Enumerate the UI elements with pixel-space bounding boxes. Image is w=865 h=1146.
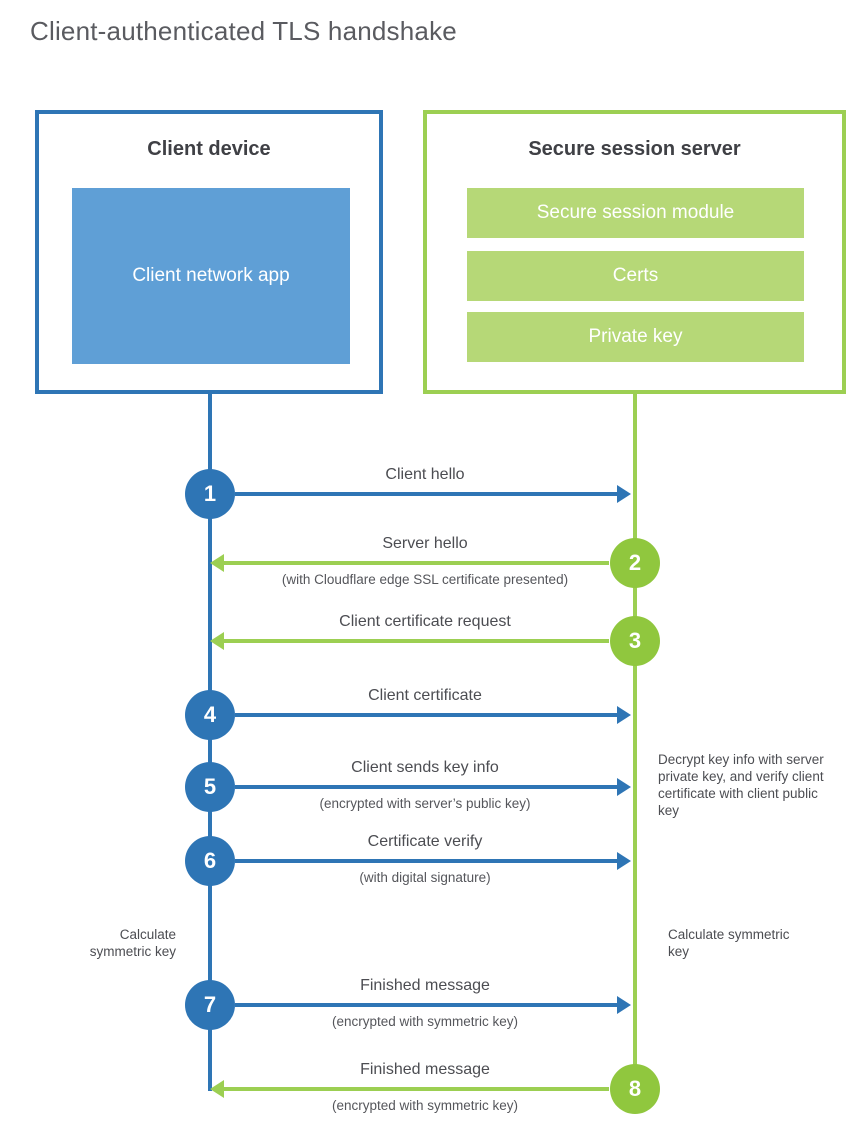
client-network-app-box: Client network app <box>72 188 350 364</box>
step-circle-1: 1 <box>185 469 235 519</box>
step-circle-3: 3 <box>610 616 660 666</box>
step-sublabel-7: (encrypted with symmetric key) <box>331 1014 519 1029</box>
step-circle-5: 5 <box>185 762 235 812</box>
step-label-1: Client hello <box>385 466 465 483</box>
step-sublabel-8: (encrypted with symmetric key) <box>331 1098 519 1113</box>
step-circle-8: 8 <box>610 1064 660 1114</box>
step-number-1: 1 <box>203 481 217 506</box>
step-sublabel-2: (with Cloudflare edge SSL certificate pr… <box>281 572 569 587</box>
step-arrow-5 <box>235 778 631 796</box>
step-number-8: 8 <box>628 1076 642 1101</box>
step-number-3: 3 <box>628 628 642 653</box>
step-circle-2: 2 <box>610 538 660 588</box>
step-label-7: Finished message <box>360 977 490 994</box>
step-arrow-3 <box>210 632 609 650</box>
step-number-4: 4 <box>203 702 217 727</box>
step-circle-4: 4 <box>185 690 235 740</box>
server-module-private-key: Private key <box>467 312 804 362</box>
step-arrow-1 <box>235 485 631 503</box>
step-number-5: 5 <box>203 774 217 799</box>
step-circle-7: 7 <box>185 980 235 1030</box>
step-label-5: Client sends key info <box>351 759 499 776</box>
secure-session-server-box: Secure session server Secure session mod… <box>423 110 846 394</box>
step-arrow-8 <box>210 1080 609 1098</box>
page-title: Client-authenticated TLS handshake <box>30 16 457 46</box>
client-lifeline <box>208 392 212 1091</box>
step-number-7: 7 <box>203 992 217 1017</box>
step-sublabel-5: (encrypted with server’s public key) <box>319 796 531 811</box>
step-label-2: Server hello <box>382 535 468 552</box>
step-arrow-4 <box>235 706 631 724</box>
step-arrow-2 <box>210 554 609 572</box>
step-number-2: 2 <box>628 550 642 575</box>
step-number-6: 6 <box>203 848 217 873</box>
step-sublabel-6: (with digital signature) <box>359 870 491 885</box>
step-label-3: Client certificate request <box>339 613 511 630</box>
client-network-app-label: Client network app <box>132 265 290 286</box>
step-arrow-6 <box>235 852 631 870</box>
server-module-secure-session: Secure session module <box>467 188 804 238</box>
server-decrypt-note: Decrypt key info with server private key… <box>658 752 824 818</box>
step-arrow-7 <box>235 996 631 1014</box>
calculate-symmetric-key-client: Calculate symmetric key <box>89 927 176 959</box>
client-device-title: Client device <box>147 138 271 160</box>
step-circle-6: 6 <box>185 836 235 886</box>
secure-session-server-title: Secure session server <box>528 138 741 160</box>
step-label-4: Client certificate <box>368 687 482 704</box>
calculate-symmetric-key-server: Calculate symmetric key <box>668 927 790 959</box>
server-module-certs: Certs <box>467 251 804 301</box>
server-lifeline <box>633 392 637 1089</box>
client-device-box: Client device Client network app <box>35 110 383 394</box>
step-label-6: Certificate verify <box>367 833 483 850</box>
step-label-8: Finished message <box>360 1061 490 1078</box>
